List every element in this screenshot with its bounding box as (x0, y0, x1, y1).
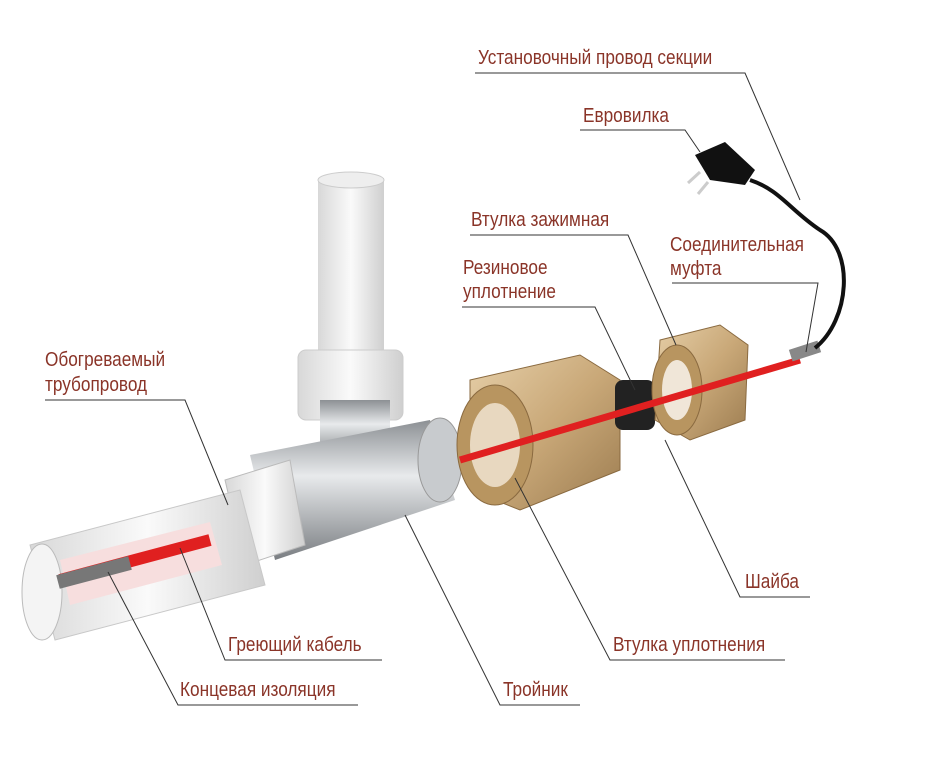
heating-cable (459, 356, 801, 464)
coupling (788, 340, 822, 362)
label-coupling-1: Соединительная (670, 234, 804, 256)
label-euro-plug: Евровилка (583, 105, 669, 127)
label-coupling-2: муфта (670, 258, 722, 280)
label-end-insulation: Концевая изоляция (180, 679, 336, 701)
seal-sleeve-nut (456, 354, 621, 511)
label-install-wire: Установочный провод секции (478, 47, 713, 69)
vertical-pipe (297, 171, 404, 421)
tee-fitting (224, 400, 463, 566)
leader-lines (45, 72, 819, 706)
label-rubber-seal-2: уплотнение (463, 281, 556, 303)
power-cord (749, 178, 846, 350)
label-clamp-sleeve: Втулка зажимная (471, 209, 610, 231)
label-heated-pipe-1: Обогреваемый (45, 349, 166, 371)
label-tee: Тройник (503, 679, 568, 701)
label-washer: Шайба (745, 571, 799, 593)
heated-pipe (21, 489, 266, 641)
euro-plug-icon (686, 142, 755, 195)
label-seal-sleeve: Втулка уплотнения (613, 634, 766, 656)
label-heating-cable: Греющий кабель (228, 634, 362, 656)
label-heated-pipe-2: трубопровод (45, 374, 148, 396)
clamp-sleeve-nut (651, 324, 749, 441)
label-rubber-seal-1: Резиновое (463, 257, 548, 279)
